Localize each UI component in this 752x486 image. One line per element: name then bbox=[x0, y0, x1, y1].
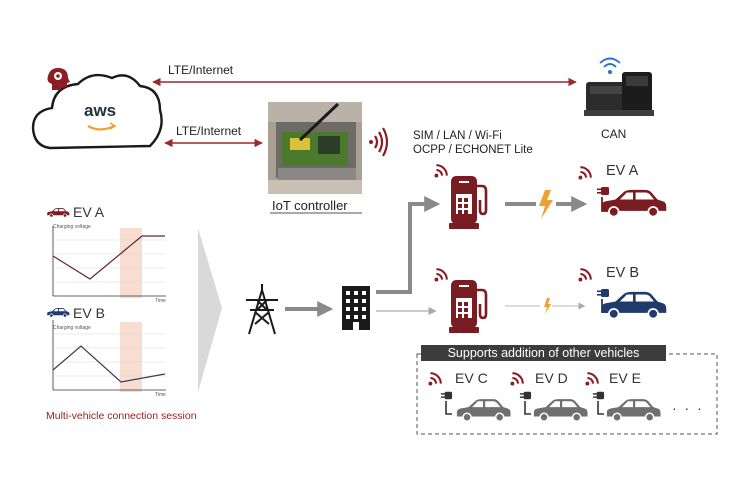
ev-c-wifi-icon bbox=[428, 372, 442, 386]
can-wifi-icon bbox=[599, 57, 621, 74]
ev-b-plug-icon bbox=[597, 289, 609, 297]
ev-d-label: EV D bbox=[535, 370, 568, 386]
ev-e-label: EV E bbox=[609, 370, 641, 386]
ev-a-car-icon bbox=[601, 189, 667, 218]
iot-controller-image bbox=[268, 102, 362, 194]
protocol-line-1: SIM / LAN / Wi-Fi bbox=[413, 130, 502, 142]
big-chevron-arrow bbox=[198, 228, 222, 392]
charger-a-icon bbox=[448, 174, 488, 230]
chart-ev-a bbox=[52, 226, 166, 298]
ev-a-voltage-line bbox=[52, 235, 165, 280]
ev-a-wifi-icon bbox=[578, 166, 592, 180]
ev-a-label: EV A bbox=[606, 163, 639, 179]
arrow-building-charger-a bbox=[376, 196, 441, 294]
more-vehicles-ellipsis: · · · bbox=[672, 400, 704, 416]
ev-d-plug-icon bbox=[519, 391, 532, 400]
ev-b-x-axis-label: Time bbox=[155, 392, 166, 398]
charger-b-screen-icon bbox=[458, 302, 468, 318]
ev-c-label: EV C bbox=[455, 370, 488, 386]
ev-c-car-icon bbox=[456, 399, 511, 422]
link-mid-label: LTE/Internet bbox=[176, 124, 242, 138]
ev-a-small-car-icon bbox=[47, 208, 70, 218]
cloud-shape bbox=[31, 73, 163, 150]
bolt-icon-b bbox=[544, 298, 551, 314]
ev-a-plug-icon bbox=[597, 187, 609, 195]
ev-b-y-axis-label: Charging voltage bbox=[53, 325, 91, 331]
brain-gear-icon bbox=[47, 68, 70, 90]
ev-e-wifi-icon bbox=[585, 372, 599, 386]
power-tower-icon bbox=[246, 284, 278, 335]
other-vehicles-banner: Supports addition of other vehicles bbox=[421, 345, 666, 361]
session-ev-b-label: EV B bbox=[73, 305, 105, 321]
ev-c-plug-icon bbox=[440, 391, 453, 400]
charger-b-wifi-icon bbox=[434, 268, 448, 282]
link-top-label: LTE/Internet bbox=[168, 63, 234, 77]
ev-d-car-icon bbox=[533, 399, 588, 422]
ev-b-voltage-line bbox=[52, 345, 166, 383]
ev-b-label: EV B bbox=[606, 265, 640, 281]
protocol-line-2: OCPP / ECHONET Lite bbox=[413, 144, 533, 156]
can-device-image bbox=[584, 72, 654, 116]
ev-b-wifi-icon bbox=[578, 268, 592, 282]
iot-wireless-icon bbox=[369, 127, 389, 157]
ev-a-x-axis-label: Time bbox=[155, 298, 166, 304]
charger-b-icon bbox=[448, 278, 488, 334]
can-caption: CAN bbox=[601, 127, 627, 141]
chart-ev-b bbox=[52, 320, 166, 392]
session-ev-a-label: EV A bbox=[73, 204, 105, 220]
ev-e-plug-icon bbox=[592, 391, 605, 400]
charger-a-wifi-icon bbox=[434, 164, 448, 178]
building-icon bbox=[342, 286, 370, 330]
ev-e-car-icon bbox=[606, 399, 661, 422]
other-vehicles-box bbox=[416, 353, 718, 435]
aws-logo-text: aws bbox=[84, 101, 117, 120]
charger-a-screen-icon bbox=[458, 198, 468, 214]
ev-b-small-car-icon bbox=[47, 308, 70, 318]
session-caption: Multi-vehicle connection session bbox=[46, 410, 197, 422]
ev-d-wifi-icon bbox=[510, 372, 524, 386]
ev-b-car-icon bbox=[601, 291, 667, 320]
iot-controller-caption: IoT controller bbox=[272, 198, 348, 213]
bolt-icon-a bbox=[539, 190, 553, 219]
ev-a-y-axis-label: Charging voltage bbox=[53, 224, 91, 230]
aws-smile-icon bbox=[87, 125, 115, 131]
